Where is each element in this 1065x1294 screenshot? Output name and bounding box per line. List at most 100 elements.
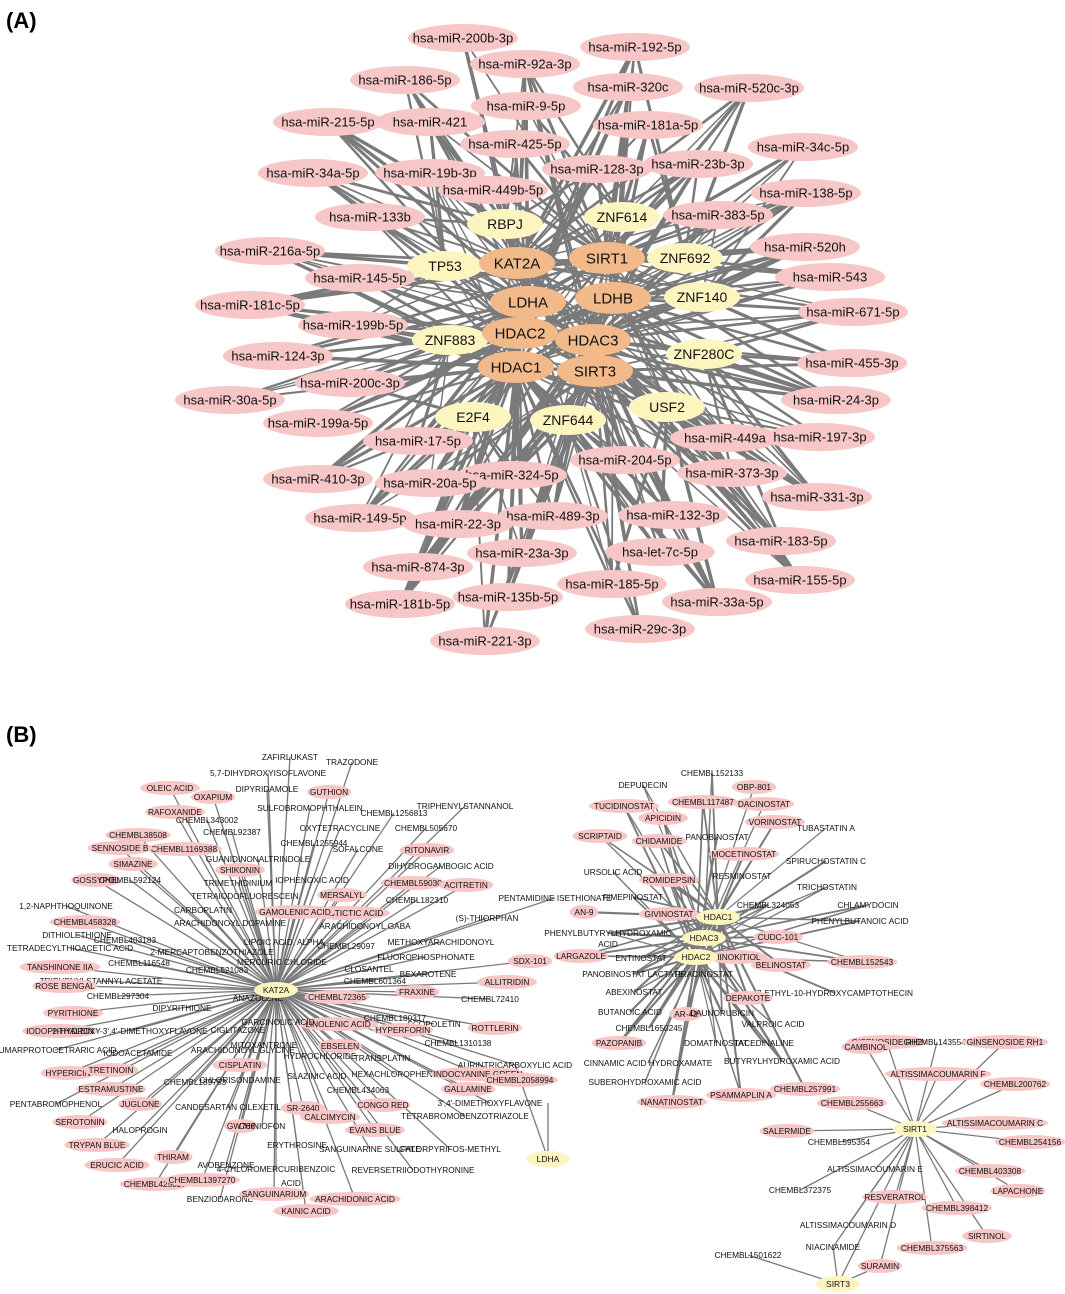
- sirt-drug-lapachone[interactable]: LAPACHONE: [990, 1184, 1046, 1198]
- kat2a-drug-zafirlukast[interactable]: ZAFIRLUKAST: [262, 752, 318, 762]
- kat2a-drug-chembl116548[interactable]: CHEMBL116548: [108, 958, 170, 968]
- kat2a-drug-garcinolic-acid[interactable]: GARCINOLIC ACID: [241, 1017, 314, 1027]
- mirna-node-hsa-mir-145-5p[interactable]: hsa-miR-145-5p: [305, 264, 415, 292]
- kat2a-drug-chembl601364[interactable]: CHEMBL601364: [344, 976, 407, 986]
- mirna-node-hsa-mir-138-5p[interactable]: hsa-miR-138-5p: [751, 179, 861, 207]
- kat2a-drug-erythrosine[interactable]: ERYTHROSINE: [267, 1140, 327, 1150]
- kat2a-drug-mitoxantrone[interactable]: MITOXANTRONE: [231, 1040, 298, 1050]
- mirna-node-hsa-mir-200c-3p[interactable]: hsa-miR-200c-3p: [295, 369, 405, 397]
- sirt-drug-resveratrol[interactable]: RESVERATROL: [862, 1190, 928, 1204]
- kat2a-drug-gamolenic-acid[interactable]: GAMOLENIC ACID: [254, 905, 336, 919]
- mirna-node-hsa-mir-199b-5p[interactable]: hsa-miR-199b-5p: [298, 311, 408, 339]
- mirna-node-hsa-mir-543[interactable]: hsa-miR-543: [775, 263, 885, 291]
- kat2a-drug-gallamine[interactable]: GALLAMINE: [440, 1082, 496, 1096]
- hdac-drug-mocetinostat[interactable]: MOCETINOSTAT: [708, 847, 780, 861]
- kat2a-drug-methoxyarachidonoyl[interactable]: METHOXYARACHIDONOYL: [388, 937, 495, 947]
- sirt-drug-chembl372375[interactable]: CHEMBL372375: [769, 1185, 832, 1195]
- mirna-node-hsa-mir-186-5p[interactable]: hsa-miR-186-5p: [350, 66, 460, 94]
- kat2a-drug-closantel[interactable]: CLOSANTEL: [344, 964, 394, 974]
- kat2a-drug-avobenzone[interactable]: AVOBENZONE: [197, 1160, 254, 1170]
- kat2a-drug-sofalcone[interactable]: SOFALCONE: [333, 844, 384, 854]
- hdac-drug-butyrylhydroxamic-acid[interactable]: BUTYRYLHYDROXAMIC ACID: [724, 1056, 840, 1066]
- mirna-node-hsa-mir-449b-5p[interactable]: hsa-miR-449b-5p: [438, 176, 548, 204]
- gene-node-ldha[interactable]: LDHA: [490, 286, 566, 318]
- sirt-drug-altissimacoumarin-e[interactable]: ALTISSIMACOUMARIN E: [827, 1164, 923, 1174]
- mirna-node-hsa-mir-373-3p[interactable]: hsa-miR-373-3p: [677, 459, 787, 487]
- sirt-drug-cambinol[interactable]: CAMBINOL: [841, 1040, 891, 1054]
- kat2a-drug-pentabromophenol[interactable]: PENTABROMOPHENOL: [10, 1099, 103, 1109]
- mirna-node-hsa-mir-421[interactable]: hsa-miR-421: [375, 108, 485, 136]
- hdac-drug-domatinostat[interactable]: DOMATINOSTAT: [684, 1038, 748, 1048]
- sirt-drug-altissimacoumarin-c[interactable]: ALTISSIMACOUMARIN C: [941, 1116, 1049, 1130]
- hdac-drug-7-ethyl-10-hydroxycamptothecin[interactable]: 7-ETHYL-10-HYDROXYCAMPTOTHECIN: [757, 988, 913, 998]
- hdac-drug-spiruchostatin-c[interactable]: SPIRUCHOSTATIN C: [786, 856, 866, 866]
- kat2a-drug-anazolene[interactable]: ANAZOLENE: [233, 993, 284, 1003]
- kat2a-drug-chembl434063[interactable]: CHEMBL434063: [327, 1085, 390, 1095]
- kat2a-drug-kainic-acid[interactable]: KAINIC ACID: [273, 1204, 339, 1218]
- kat2a-drug-chembl189753[interactable]: CHEMBL189753: [164, 1077, 227, 1087]
- kat2a-drug-bexarotene[interactable]: BEXAROTENE: [400, 969, 457, 979]
- kat2a-drug-transplatin[interactable]: TRANSPLATIN: [354, 1053, 411, 1063]
- kat2a-drug-fluorophosphonate[interactable]: FLUOROPHOSPHONATE: [377, 952, 475, 962]
- mirna-node-hsa-mir-23b-3p[interactable]: hsa-miR-23b-3p: [643, 150, 753, 178]
- kat2a-drug-tanshinone-iia[interactable]: TANSHINONE IIA: [19, 960, 101, 974]
- kat2a-drug-benziodarone[interactable]: BENZIODARONE: [187, 1194, 254, 1204]
- sirt-drug-sirtinol[interactable]: SIRTINOL: [962, 1229, 1012, 1243]
- sirt-drug-chembl1435545[interactable]: CHEMBL1435545: [904, 1037, 971, 1047]
- mirna-node-hsa-let-7c-5p[interactable]: hsa-let-7c-5p: [605, 538, 715, 566]
- kat2a-drug-evans-blue[interactable]: EVANS BLUE: [345, 1123, 405, 1137]
- hdac-drug-romidepsin[interactable]: ROMIDEPSIN: [639, 873, 699, 887]
- kat2a-drug-erucic-acid[interactable]: ERUCIC ACID: [84, 1158, 150, 1172]
- kat2a-drug-arachidonoyl-glycine[interactable]: ARACHIDONOYL GLYCINE: [191, 1045, 296, 1055]
- kat2a-drug-dipyridamole[interactable]: DIPYRIDAMOLE: [236, 784, 299, 794]
- mirna-node-hsa-mir-155-5p[interactable]: hsa-miR-155-5p: [745, 566, 855, 594]
- hdac-drug-phenylbutyrylhydroxamic[interactable]: PHENYLBUTYRYLHYDROXAMIC: [544, 928, 672, 938]
- hdac-drug-tacedinaline[interactable]: TACEDINALINE: [734, 1038, 794, 1048]
- kat2a-drug-chembl458328[interactable]: CHEMBL458328: [49, 915, 121, 929]
- kat2a-drug-chembl59030[interactable]: CHEMBL59030: [380, 876, 446, 890]
- tf-node-znf883[interactable]: ZNF883: [412, 325, 488, 355]
- kat2a-drug-scopoletin[interactable]: SCOPOLETIN: [407, 1019, 460, 1029]
- hdac-drug-daunorubicin[interactable]: DAUNORUBICIN: [690, 1008, 754, 1018]
- kat2a-drug-sdx-101[interactable]: SDX-101: [507, 954, 553, 968]
- kat2a-drug-ritonavir[interactable]: RITONAVIR: [399, 843, 455, 857]
- kat2a-drug-chembl38508[interactable]: CHEMBL38508: [105, 828, 171, 842]
- hdac-drug-abexinostat[interactable]: ABEXINOSTAT: [606, 987, 663, 997]
- gene-node-hdac2[interactable]: HDAC2: [482, 317, 558, 349]
- mirna-node-hsa-mir-124-3p[interactable]: hsa-miR-124-3p: [223, 342, 333, 370]
- kat2a-drug-sanguinarine-sulfate[interactable]: SANGUINARINE SULFATE: [319, 1144, 421, 1154]
- gene-node-kat2a[interactable]: KAT2A: [479, 247, 555, 279]
- kat2a-drug-trypan-blue[interactable]: TRYPAN BLUE: [64, 1138, 130, 1152]
- hdac-drug-apicidin[interactable]: APICIDIN: [638, 811, 688, 825]
- sirt-drug-chembl595354[interactable]: CHEMBL595354: [808, 1137, 871, 1147]
- hdac-drug-acid[interactable]: ACID: [598, 939, 618, 949]
- kat2a-drug-chembl2058994[interactable]: CHEMBL2058994: [482, 1073, 558, 1087]
- tf-node-usf2[interactable]: USF2: [629, 392, 705, 422]
- kat2a-drug-tetradecylthioacetic-acid[interactable]: TETRADECYLTHIOACETIC ACID: [7, 943, 133, 953]
- hdac-drug-chembl1650245[interactable]: CHEMBL1650245: [616, 1023, 683, 1033]
- kat2a-drug-ebselen[interactable]: EBSELEN: [317, 1039, 363, 1053]
- mirna-node-hsa-mir-216a-5p[interactable]: hsa-miR-216a-5p: [215, 237, 325, 265]
- hub-node-hdac2[interactable]: HDAC2: [674, 949, 718, 965]
- kat2a-drug-hypericin[interactable]: HYPERICIN: [40, 1066, 96, 1080]
- hdac-drug-dacinostat[interactable]: DACINOSTAT: [734, 797, 794, 811]
- kat2a-drug-chiniofon[interactable]: CHINIOFON: [239, 1121, 286, 1131]
- hdac-drug-resminostat[interactable]: RESMINOSTAT: [713, 871, 772, 881]
- kat2a-drug-oxytetracycline[interactable]: OXYTETRACYCLINE: [300, 823, 381, 833]
- sirt-drug-niacinamide[interactable]: NIACINAMIDE: [806, 1242, 861, 1252]
- mirna-node-hsa-mir-33a-5p[interactable]: hsa-miR-33a-5p: [662, 588, 772, 616]
- kat2a-drug-chembl1169388[interactable]: CHEMBL1169388: [146, 842, 222, 856]
- kat2a-drug-chembl72365[interactable]: CHEMBL72365: [304, 990, 370, 1004]
- kat2a-drug-iodoacetamide[interactable]: IODOACETAMIDE: [104, 1048, 173, 1058]
- sirt-drug-salermide[interactable]: SALERMIDE: [759, 1124, 815, 1138]
- tf-node-tp53[interactable]: TP53: [407, 251, 483, 281]
- hdac-drug-phenylbutanoic-acid[interactable]: PHENYLBUTANOIC ACID: [811, 916, 908, 926]
- kat2a-drug-guthion[interactable]: GUTHION: [306, 785, 352, 799]
- kat2a-drug-mercuric-chloride[interactable]: MERCURIC CHLORIDE: [237, 957, 327, 967]
- hub-node-ldha[interactable]: LDHA: [526, 1151, 570, 1167]
- kat2a-drug-chembl1310138[interactable]: CHEMBL1310138: [425, 1038, 492, 1048]
- mirna-node-hsa-mir-520h[interactable]: hsa-miR-520h: [750, 233, 860, 261]
- sirt-drug-chembl1501622[interactable]: CHEMBL1501622: [715, 1250, 782, 1260]
- kat2a-drug-linolenic-acid[interactable]: LINOLENIC ACID: [297, 1017, 379, 1031]
- hub-node-hdac3[interactable]: HDAC3: [682, 930, 726, 946]
